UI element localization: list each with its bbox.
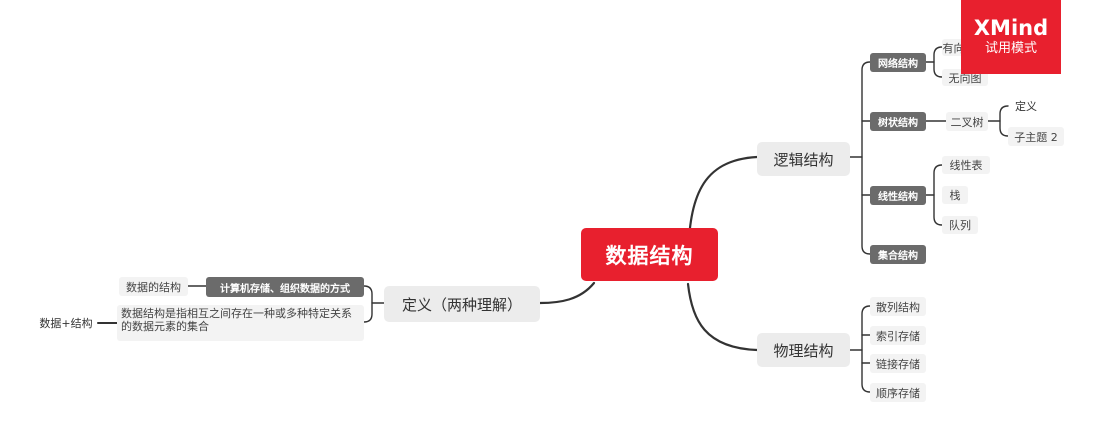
- root-topic[interactable]: 数据结构: [581, 228, 718, 281]
- topic-computer-storage[interactable]: 计算机存储、组织数据的方式: [206, 277, 364, 297]
- topic-set-structure[interactable]: 集合结构: [870, 245, 926, 264]
- topic-definition-sub[interactable]: 定义: [1015, 99, 1037, 113]
- topic-physical-structure[interactable]: 物理结构: [757, 333, 850, 367]
- topic-tree-structure[interactable]: 树状结构: [870, 112, 926, 131]
- trial-mode-text: 试用模式: [984, 41, 1037, 56]
- topic-data-plus-structure[interactable]: 数据+结构: [39, 317, 93, 330]
- link-root-definition: [538, 281, 596, 305]
- topic-linear-structure[interactable]: 线性结构: [870, 186, 926, 205]
- topic-data-structure-of[interactable]: 数据的结构: [119, 277, 188, 296]
- topic-definition-text[interactable]: 数据结构是指相互之间存在一种或多种特定关系的数据元素的集合: [117, 305, 364, 341]
- link-logical-bracket: [861, 61, 871, 255]
- topic-binary-tree[interactable]: 二叉树: [946, 112, 988, 131]
- topic-hash-structure[interactable]: 散列结构: [870, 297, 926, 316]
- topic-definition[interactable]: 定义（两种理解）: [384, 286, 540, 322]
- topic-sequential-storage[interactable]: 顺序存储: [870, 383, 926, 402]
- topic-subtopic-2[interactable]: 子主题 2: [1008, 127, 1064, 146]
- topic-linked-storage[interactable]: 链接存储: [870, 354, 926, 373]
- topic-network-structure[interactable]: 网络结构: [870, 53, 926, 72]
- topic-index-storage[interactable]: 索引存储: [870, 326, 926, 345]
- xmind-trial-badge[interactable]: XMind 试用模式: [961, 0, 1061, 74]
- topic-stack[interactable]: 栈: [942, 186, 968, 204]
- topic-logical-structure[interactable]: 逻辑结构: [757, 142, 850, 176]
- topic-queue[interactable]: 队列: [942, 216, 978, 234]
- topic-linear-list[interactable]: 线性表: [942, 156, 990, 174]
- link-root-physical: [686, 282, 759, 352]
- xmind-logo-text: XMind: [973, 16, 1049, 40]
